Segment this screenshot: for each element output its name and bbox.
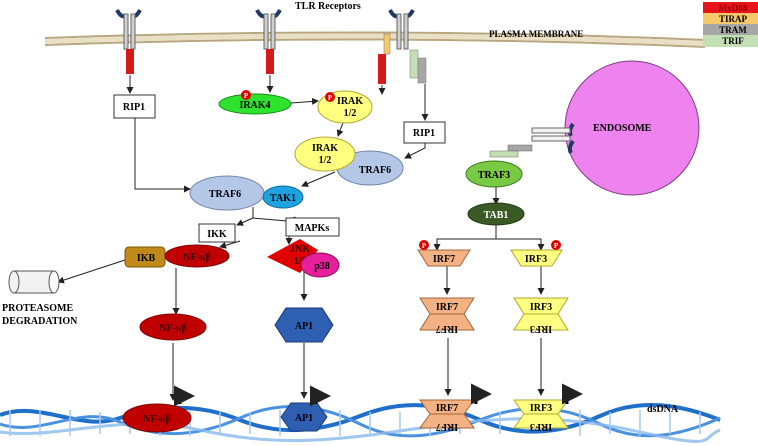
- jnk-left-node: [267, 239, 300, 273]
- legend-label-trif: TRIF: [722, 36, 744, 46]
- irf7-node: [417, 249, 471, 267]
- nfkb-mid-label: NF-κβ: [159, 323, 186, 334]
- tak1-node: [262, 185, 304, 209]
- nfkb-complex-node: [164, 244, 230, 268]
- irak12-mid-line1: IRAK: [312, 143, 338, 154]
- rip1-right-label: RIP1: [413, 128, 435, 139]
- phospho-irf7: [419, 240, 429, 250]
- ap1-mid-node: [274, 307, 334, 343]
- tlr-receptor-2: [255, 9, 282, 74]
- traf6-main-label: TRAF6: [209, 189, 241, 200]
- irf7-dimer-label-inverted: IRF7: [436, 323, 458, 334]
- ikk-label: IKK: [207, 229, 227, 240]
- traf3-label: TRAF3: [478, 170, 510, 181]
- legend-swatch-trif: [703, 35, 758, 47]
- tlr-receptor-3: [378, 9, 427, 84]
- irf7-transcription-arrow: [471, 383, 492, 405]
- plasma-membrane: [44, 31, 706, 48]
- ap1-mid-label: AP1: [295, 321, 313, 332]
- irf3-dimer-node: [513, 297, 569, 331]
- irf3-dimer-label: IRF3: [530, 302, 552, 313]
- mapks-label: MAPKs: [295, 223, 330, 234]
- tab1-label: TAB1: [484, 210, 509, 221]
- irf3-dna-label-inverted: IRF3: [530, 421, 552, 432]
- ikb-label: IKB: [137, 253, 156, 264]
- irak12-mid-line2: 1/2: [319, 155, 332, 166]
- nfkb-mid-node: [139, 313, 207, 341]
- phospho-irf3-label: P: [554, 242, 559, 250]
- irak4-label: IRAK4: [239, 100, 270, 111]
- tlr-receptor-1: [115, 9, 142, 74]
- traf6-mid-label: TRAF6: [359, 165, 391, 176]
- legend-label-myd88: MyD88: [719, 3, 748, 13]
- endosomal-tlr: [489, 122, 575, 158]
- jnk-line2: 1/2: [294, 256, 307, 267]
- membrane-label: PLASMA MEMBRANE: [489, 29, 583, 39]
- nfkb-dna-label: NF-κβ: [143, 414, 170, 425]
- irf7-dimer-label: IRF7: [436, 302, 458, 313]
- irak12-top-line2: 1/2: [344, 108, 357, 119]
- phospho-irf3: [551, 240, 561, 250]
- irak4-node: [218, 93, 292, 115]
- legend-swatch-myd88: [703, 2, 758, 13]
- rip1-right-box: [403, 121, 446, 144]
- legend-swatch-tirap: [703, 13, 758, 24]
- irf3-dimer-label-inverted: IRF3: [530, 323, 552, 334]
- traf3-node: [465, 160, 523, 188]
- proteasome-line2: DEGRADATION: [2, 316, 78, 327]
- irf7-dna-label-inverted: IRF7: [436, 421, 458, 432]
- irf3-dna-node: [513, 399, 569, 429]
- proteasome-line1: PROTEASOME: [2, 303, 73, 314]
- rip1-left-label: RIP1: [123, 102, 145, 113]
- jnk-line1: JNK: [290, 244, 310, 255]
- phospho-irak4: [241, 90, 251, 100]
- ikk-box: [198, 223, 236, 243]
- irf7-dimer-node: [419, 297, 475, 331]
- rip1-left-box: [113, 94, 156, 119]
- irf3-transcription-arrow: [562, 383, 583, 405]
- tab1-node: [467, 202, 525, 226]
- phospho-irf7-label: P: [422, 242, 427, 250]
- irf7-dna-node: [419, 399, 475, 429]
- phospho-irak4-label: P: [244, 92, 249, 100]
- ap1-dna-label: AP1: [295, 413, 313, 424]
- phospho-irak12-label: P: [328, 94, 333, 102]
- irf3-label: IRF3: [525, 254, 547, 265]
- ap1-transcription-arrow: [310, 385, 331, 407]
- nfkb-dna-node: [122, 403, 192, 433]
- tak1-label: TAK1: [270, 193, 296, 204]
- nfkb-complex-label: NF-κβ: [183, 252, 210, 263]
- mapks-box: [285, 217, 340, 237]
- proteasome-cylinder: [8, 270, 60, 294]
- nfkb-transcription-arrow: [174, 385, 195, 407]
- endosome-label: ENDOSOME: [593, 123, 652, 134]
- phospho-irak12: [325, 92, 335, 102]
- legend-label-tram: TRAM: [719, 25, 747, 35]
- irak12-top-line1: IRAK: [337, 96, 363, 107]
- irak12-mid-node: [294, 136, 356, 172]
- irf7-label: IRF7: [433, 254, 455, 265]
- irf3-node: [510, 249, 563, 267]
- dsdna-label: dsDNA: [647, 404, 679, 415]
- p38-label: p38: [314, 261, 330, 272]
- legend: MyD88 TIRAP TRAM TRIF: [703, 2, 758, 47]
- legend-swatch-tram: [703, 24, 758, 35]
- irf7-dna-label: IRF7: [436, 403, 458, 414]
- p38-node: [300, 252, 340, 278]
- irf3-dna-label: IRF3: [530, 403, 552, 414]
- legend-label-tirap: TIRAP: [719, 14, 748, 24]
- diagram-title: TLR Receptors: [295, 1, 361, 12]
- dna-helix: [0, 402, 721, 443]
- pathway-arrows: [57, 75, 545, 401]
